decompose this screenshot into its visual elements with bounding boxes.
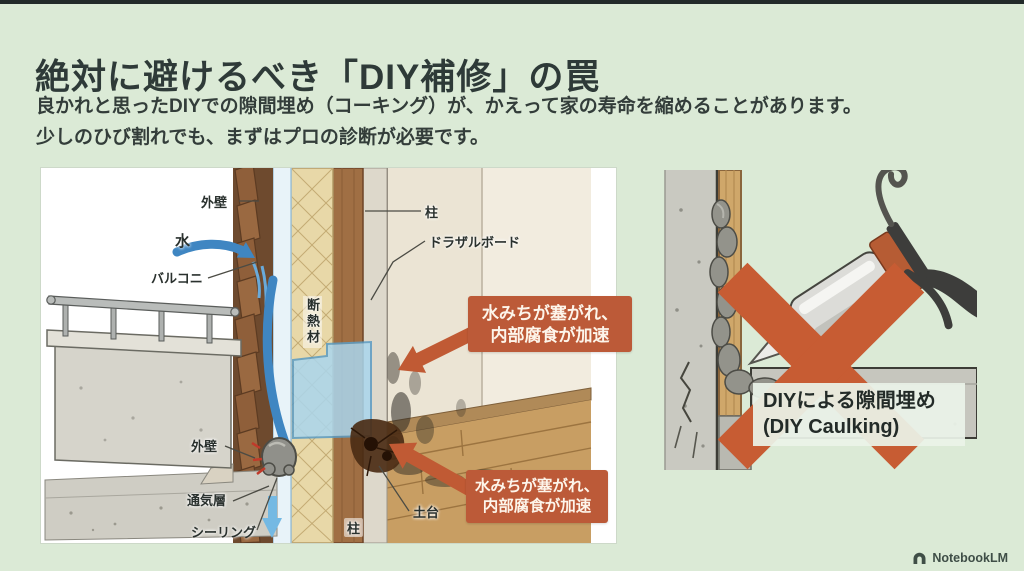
label-sealing: シーリング (191, 525, 257, 540)
callout-arrows (389, 326, 477, 497)
callout-top-line-2: 内部腐食が加速 (490, 326, 610, 346)
callout-water-path-blocked-bottom: 水みちが塞がれ、 内部腐食が加速 (466, 470, 608, 523)
gun-trigger (903, 269, 953, 330)
gun-handle (924, 269, 994, 320)
label-drywall-board: ドラザルボード (429, 235, 521, 250)
concrete-wall (664, 170, 719, 470)
sealant-blob (251, 437, 297, 477)
callout-top-line-1: 水みちが塞がれ、 (481, 304, 619, 323)
caulking-illustration (664, 164, 994, 471)
diy-caulking-figure: DIYによる隙間埋め (DIY Caulking) (655, 164, 994, 471)
label-pillar-top: 柱 (425, 205, 439, 220)
crack-marks (251, 441, 266, 475)
label-sill: 土台 (413, 505, 440, 520)
caption-line-1: DIYによる隙間埋め (763, 390, 936, 412)
trapped-water-pool (292, 340, 372, 440)
label-ventilation-layer: 通気層 (187, 493, 227, 508)
label-insulation: 断熱材 (303, 296, 322, 348)
caption-line-2: (DIY Caulking) (763, 415, 900, 438)
page-title: 絶対に避けるべき「DIY補修」の罠 (35, 58, 601, 98)
rot-damage (350, 419, 405, 477)
gun-hook-rod (875, 164, 908, 228)
label-water: 水 (175, 233, 191, 250)
balcony-railing (46, 295, 240, 344)
figure-caption: DIYによる隙間埋め (DIY Caulking) (753, 383, 965, 447)
callout-water-path-blocked-top: 水みちが塞がれ、 内部腐食が加速 (468, 296, 632, 352)
notebooklm-logo-icon (913, 552, 926, 564)
top-edge-bar (0, 0, 1024, 4)
label-balcony: バルコニ (151, 271, 203, 286)
callout-bottom-line-2: 内部腐食が加速 (482, 498, 592, 516)
label-exterior-wall-bottom: 外壁 (191, 439, 218, 454)
leader-lines (207, 200, 426, 531)
watermark-text: NotebookLM (932, 551, 1008, 565)
label-exterior-wall-top: 外壁 (201, 195, 228, 210)
watermark: NotebookLM (912, 551, 1008, 565)
subtitle: 良かれと思ったDIYでの隙間埋め（コーキング）が、かえって家の寿命を縮めることが… (36, 92, 862, 154)
subtitle-line-2: 少しのひび割れでも、まずはプロの診断が必要です。 (36, 126, 489, 148)
subtitle-line-1: 良かれと思ったDIYでの隙間埋め（コーキング）が、かえって家の寿命を縮めることが… (36, 96, 862, 117)
label-pillar-bottom: 柱 (344, 518, 364, 537)
callout-bottom-line-1: 水みちが塞がれ、 (474, 478, 600, 495)
balcony-illustration (44, 295, 278, 541)
